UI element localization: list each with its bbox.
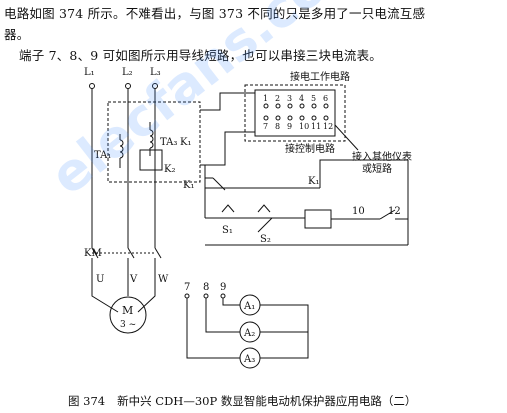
line-phase-L2	[125, 83, 131, 248]
motor-phase: 3 ~	[120, 320, 136, 330]
terminal	[323, 115, 329, 121]
terminal	[287, 115, 293, 121]
label-TA1: TA₁	[94, 150, 111, 161]
label-A3: A₃	[243, 354, 255, 365]
KM-contacts	[91, 247, 162, 272]
S2-contact	[257, 217, 273, 233]
label-K1-tr: K₁	[180, 137, 191, 148]
label-S1: S₁	[222, 225, 233, 236]
side-note-2: 或短路	[362, 162, 392, 175]
text-line-2: 器。	[4, 27, 30, 42]
terminal-dots	[184, 293, 226, 299]
transformer-box	[139, 149, 163, 171]
S1-button	[221, 204, 235, 213]
coil-TA1	[119, 134, 124, 168]
label-TA3: TA₃	[160, 137, 177, 148]
wire-to-box-1	[200, 92, 255, 111]
terminal	[299, 115, 305, 121]
terminal-number: 2	[275, 94, 280, 103]
label-U: U	[96, 274, 104, 285]
side-note-leader	[334, 124, 359, 151]
label-t10: 10	[352, 206, 365, 217]
label-t8: 8	[203, 282, 209, 293]
control-top-return	[319, 159, 409, 219]
text-line-3: 端子 7、8、9 可如图所示用导线短路，也可以串接三块电流表。	[19, 48, 383, 63]
terminal	[311, 115, 317, 121]
label-t7: 7	[184, 282, 190, 293]
label-A1: A₁	[243, 301, 255, 312]
protector-inner-box	[254, 89, 336, 137]
terminal-number: 6	[323, 94, 328, 103]
terminal	[275, 103, 281, 109]
terminal-number: 10	[299, 122, 309, 131]
terminal	[275, 115, 281, 121]
label-L3: L₃	[150, 67, 161, 78]
terminal-number: 9	[287, 122, 292, 131]
terminal	[299, 103, 305, 109]
label-V: V	[129, 274, 138, 285]
wire-t9-A1	[222, 298, 240, 306]
motor-wire-W	[137, 272, 156, 313]
terminal	[287, 103, 293, 109]
label-t12: 12	[388, 206, 401, 217]
label-W: W	[158, 274, 169, 285]
protector-outer-box	[244, 84, 346, 142]
label-K1-contact: K₁	[183, 180, 194, 191]
terminal-number: 5	[311, 94, 316, 103]
motor-label: M	[122, 304, 133, 317]
terminal	[311, 103, 317, 109]
wire-t8-A2	[205, 298, 240, 333]
terminal-number: 12	[323, 122, 333, 131]
terminal-number: 4	[299, 94, 304, 103]
protector-label-bottom: 接控制电路	[285, 142, 335, 155]
terminal-number: 7	[263, 122, 268, 131]
K1-coil	[304, 209, 332, 229]
transformer-frame	[107, 101, 201, 183]
label-K2: K₂	[164, 164, 175, 175]
line-phase-L1	[89, 83, 95, 248]
line-phase-L3	[152, 83, 158, 248]
terminal	[263, 115, 269, 121]
caption-number: 图 374	[68, 394, 106, 408]
control-right-return	[395, 218, 409, 245]
label-t9: 9	[220, 282, 226, 293]
label-K1-coil: K₁	[308, 176, 319, 187]
label-L1: L₁	[84, 67, 95, 78]
K1-contact-branch	[204, 177, 213, 188]
terminal-number: 3	[287, 94, 292, 103]
wire-t7-A3	[186, 298, 240, 359]
figure-caption: 图 374 新中兴 CDH—30P 数显智能电动机保护器应用电路（二）	[68, 393, 416, 409]
S2-button	[257, 204, 271, 213]
terminal-number: 11	[311, 122, 321, 131]
K1-contact	[212, 177, 226, 191]
label-L2: L₂	[122, 67, 133, 78]
terminal	[263, 103, 269, 109]
label-S2: S₂	[260, 234, 271, 245]
side-note-1: 接入其他仪表	[352, 150, 412, 163]
motor	[109, 296, 147, 334]
motor-wire-U	[91, 272, 119, 313]
terminal	[323, 103, 329, 109]
terminal-number: 8	[275, 122, 280, 131]
caption-title: 新中兴 CDH—30P 数显智能电动机保护器应用电路（二）	[117, 394, 417, 408]
coil-contact	[379, 209, 396, 220]
terminal-number: 1	[263, 94, 268, 103]
coil-TA3	[149, 122, 154, 156]
wire-to-box-2	[200, 131, 255, 166]
protector-label-top: 接电工作电路	[290, 70, 350, 83]
label-A2: A₂	[243, 328, 255, 339]
text-line-1: 电路如图 374 所示。不难看出，与图 373 不同的只是多用了一只电流互感	[4, 6, 426, 21]
